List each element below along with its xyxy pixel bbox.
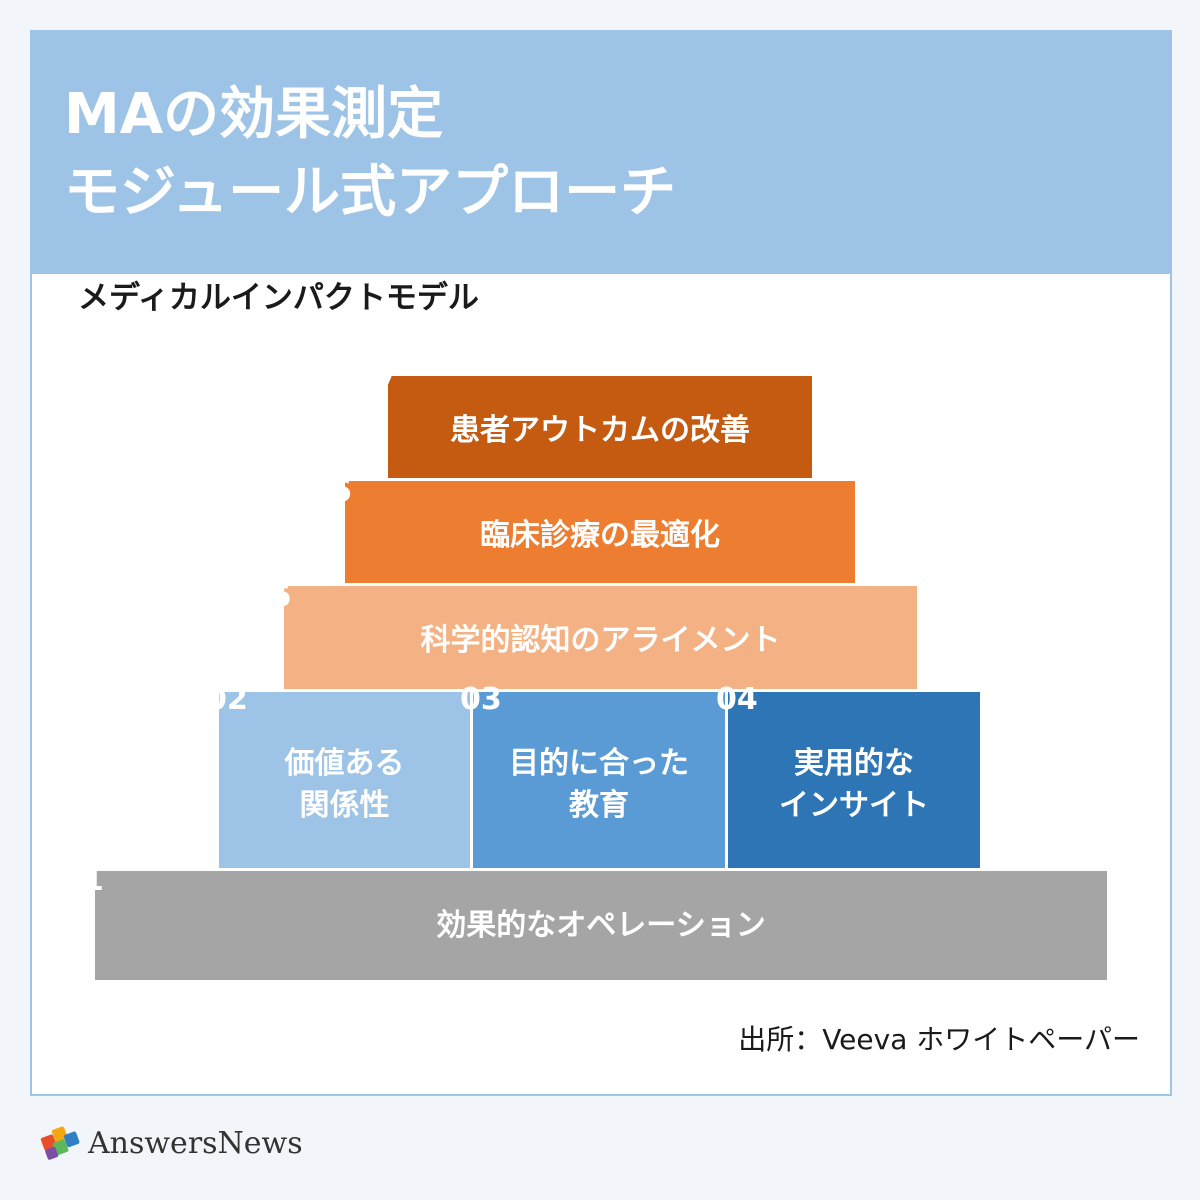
page-title-line2: モジュール式アプローチ	[64, 160, 677, 225]
block-02-label: 価値ある 関係性	[284, 745, 405, 823]
logo-text: AnswersNews	[88, 1125, 303, 1161]
block-03-label: 目的に合った 教育	[509, 745, 689, 823]
block-06-number: 06	[310, 474, 352, 509]
block-04: 実用的な インサイト	[725, 689, 983, 880]
diagram-title: メディカルインパクトモデル	[78, 280, 479, 316]
block-05-label: 科学的認知のアライメント	[420, 623, 781, 658]
page-title-line1: MAの効果測定	[64, 82, 444, 147]
block-02-number: 02	[206, 682, 248, 717]
source-note: 出所：Veeva ホワイトペーパー	[738, 1023, 1140, 1056]
puzzle-pieces-icon	[40, 1126, 80, 1160]
block-05: 科学的認知のアライメント	[281, 583, 920, 699]
block-02: 価値ある 関係性	[216, 689, 473, 880]
block-06: 臨床診療の最適化	[342, 478, 858, 594]
block-04-label: 実用的な インサイト	[779, 745, 929, 823]
block-07-number: 07	[352, 369, 394, 404]
header-banner: MAの効果測定 モジュール式アプローチ	[32, 32, 1170, 274]
block-05-number: 05	[250, 579, 292, 614]
block-06-label: 臨床診療の最適化	[480, 518, 720, 553]
answersnews-logo: AnswersNews	[40, 1122, 303, 1164]
block-07-label: 患者アウトカムの改善	[450, 413, 750, 448]
block-07: 患者アウトカムの改善	[385, 373, 815, 489]
block-01-label: 効果的なオペレーション	[436, 907, 766, 943]
block-03: 目的に合った 教育	[470, 689, 728, 880]
block-04-number: 04	[716, 682, 758, 717]
block-01-number: 01	[62, 863, 104, 898]
block-03-number: 03	[460, 682, 502, 717]
block-01: 効果的なオペレーション	[92, 868, 1110, 983]
